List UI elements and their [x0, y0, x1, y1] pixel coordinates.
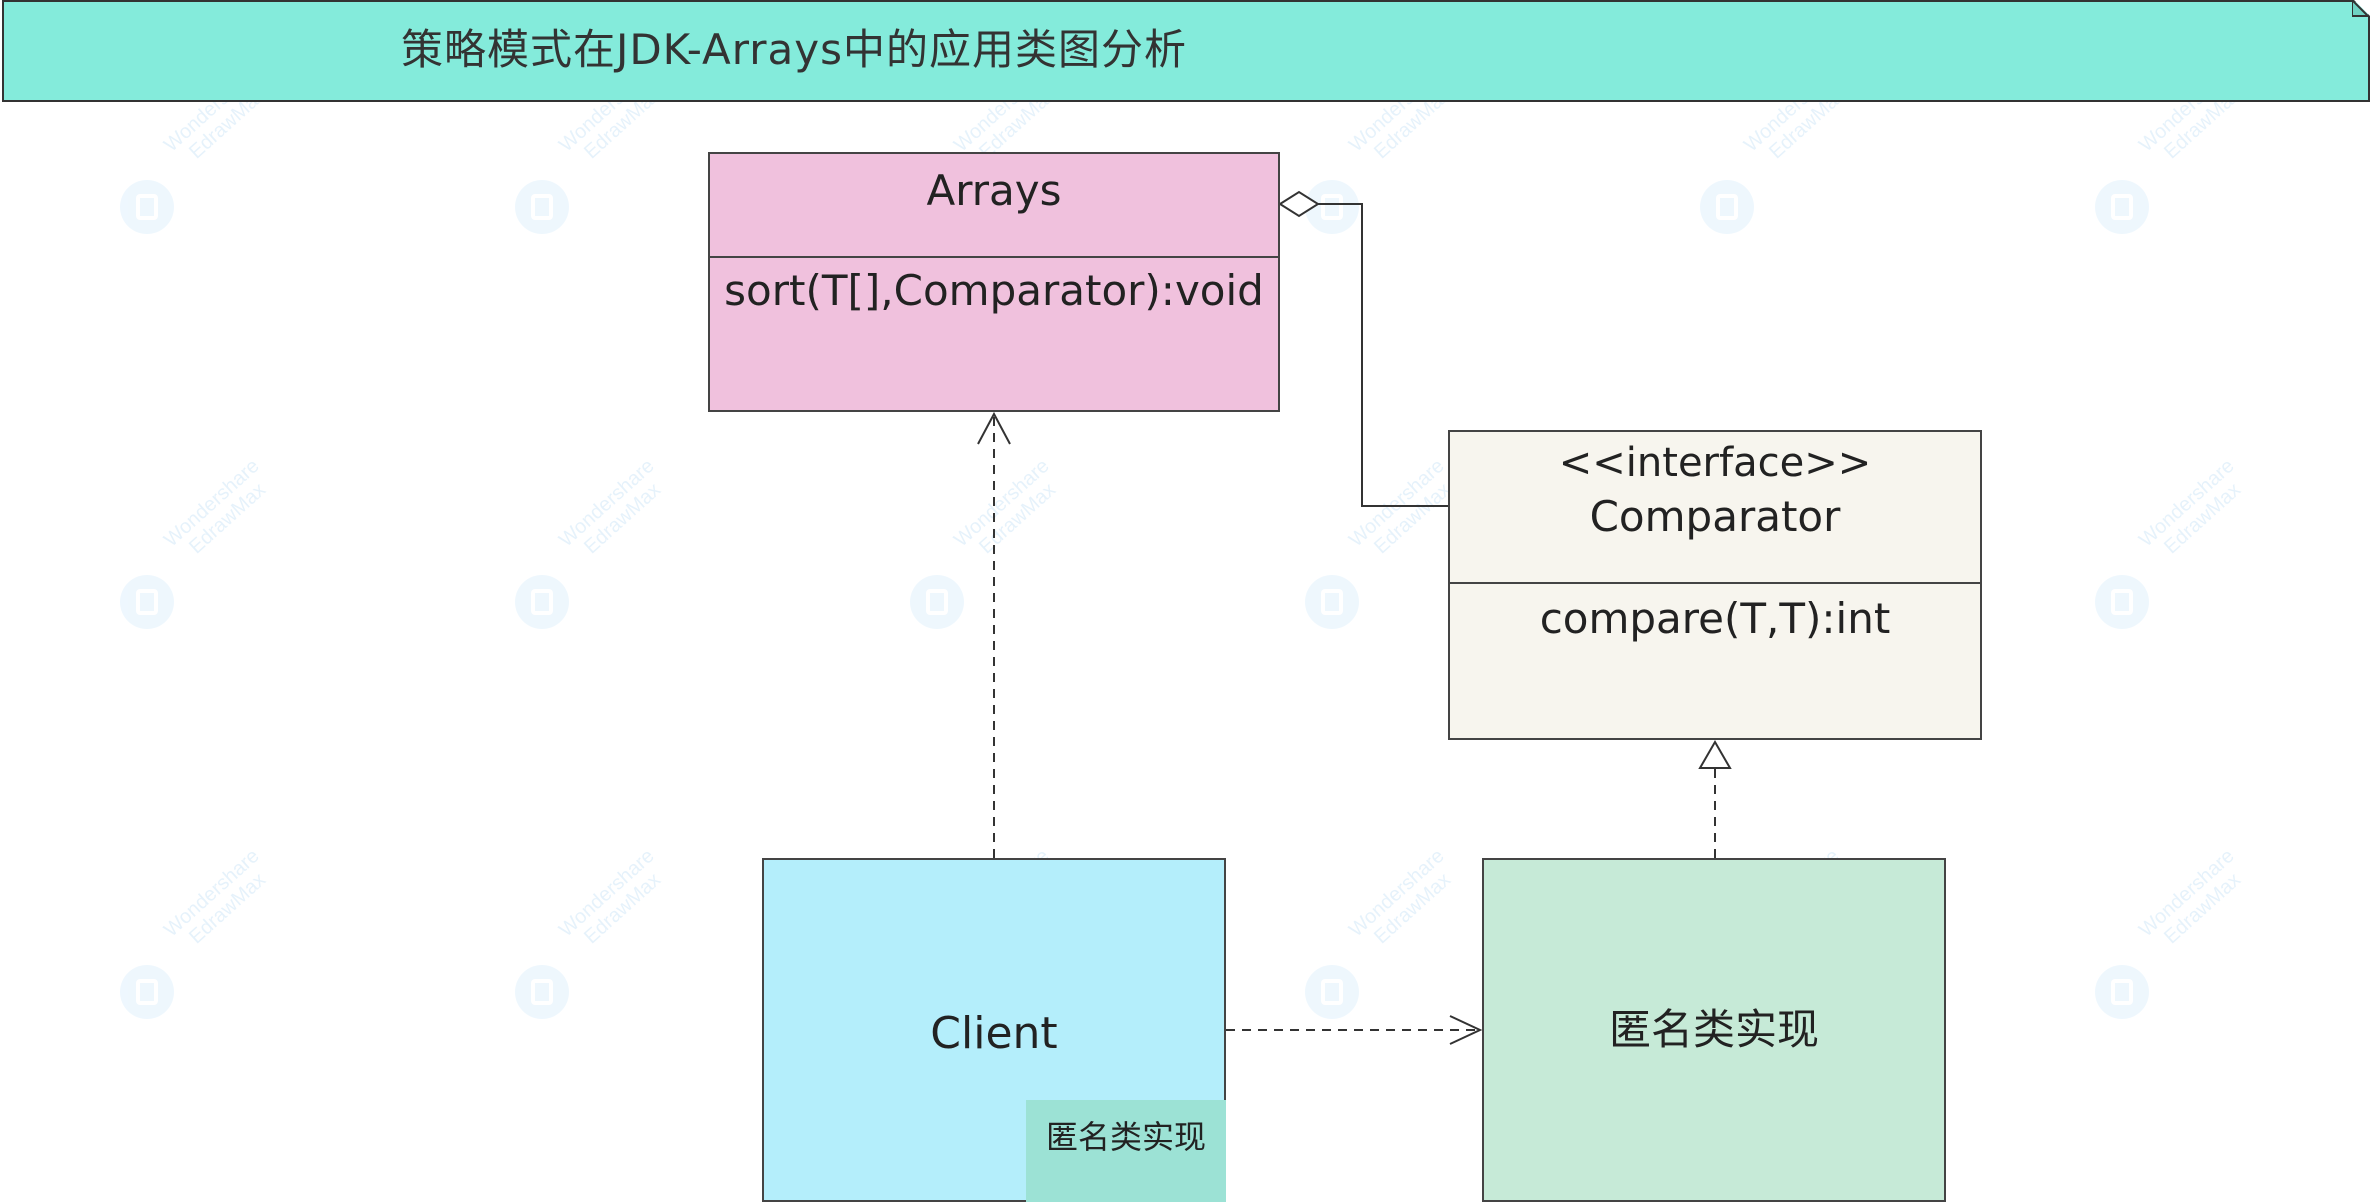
- watermark-logo-icon: [1700, 180, 1754, 234]
- client-note-anonymous-impl: 匿名类实现: [1026, 1100, 1226, 1202]
- watermark-logo-icon: [2095, 965, 2149, 1019]
- client-class-name: Client: [930, 1008, 1058, 1059]
- hollow-triangle-icon: [1698, 739, 1732, 769]
- watermark-logo-icon: [1305, 575, 1359, 629]
- class-divider: [1450, 582, 1980, 584]
- comparator-interface-name: Comparator: [1589, 492, 1841, 541]
- watermark-logo-icon: [515, 965, 569, 1019]
- open-arrowhead-icon: [1449, 1015, 1483, 1045]
- comparator-interface[interactable]: <<interface>> Comparator compare(T,T):in…: [1448, 430, 1982, 740]
- watermark-logo-icon: [515, 180, 569, 234]
- watermark-logo-icon: [1305, 965, 1359, 1019]
- arrays-class-name: Arrays: [926, 166, 1062, 215]
- diagram-title-banner: 策略模式在JDK-Arrays中的应用类图分析: [2, 0, 2370, 102]
- page-fold-icon: [2352, 0, 2370, 17]
- class-divider: [710, 256, 1278, 258]
- interface-stereotype: <<interface>>: [1558, 440, 1872, 486]
- aggregation-line: [1318, 203, 1448, 507]
- watermark-logo-icon: [515, 575, 569, 629]
- anonymous-impl-name: 匿名类实现: [1608, 1005, 1819, 1054]
- open-arrowhead-icon: [977, 411, 1011, 445]
- diagram-title: 策略模式在JDK-Arrays中的应用类图分析: [400, 25, 1188, 74]
- anonymous-impl-class[interactable]: 匿名类实现: [1482, 858, 1946, 1202]
- aggregation-diamond-icon: [1278, 190, 1320, 218]
- arrays-class[interactable]: Arrays sort(T[],Comparator):void: [708, 152, 1280, 412]
- watermark-logo-icon: [2095, 575, 2149, 629]
- comparator-compare-method: compare(T,T):int: [1539, 594, 1891, 643]
- client-class[interactable]: Client 匿名类实现: [762, 858, 1226, 1202]
- watermark-logo-icon: [910, 575, 964, 629]
- arrays-sort-method: sort(T[],Comparator):void: [724, 266, 1264, 315]
- watermark-logo-icon: [120, 965, 174, 1019]
- watermark-logo-icon: [1305, 180, 1359, 234]
- watermark-logo-icon: [2095, 180, 2149, 234]
- watermark-logo-icon: [120, 575, 174, 629]
- watermark-logo-icon: [120, 180, 174, 234]
